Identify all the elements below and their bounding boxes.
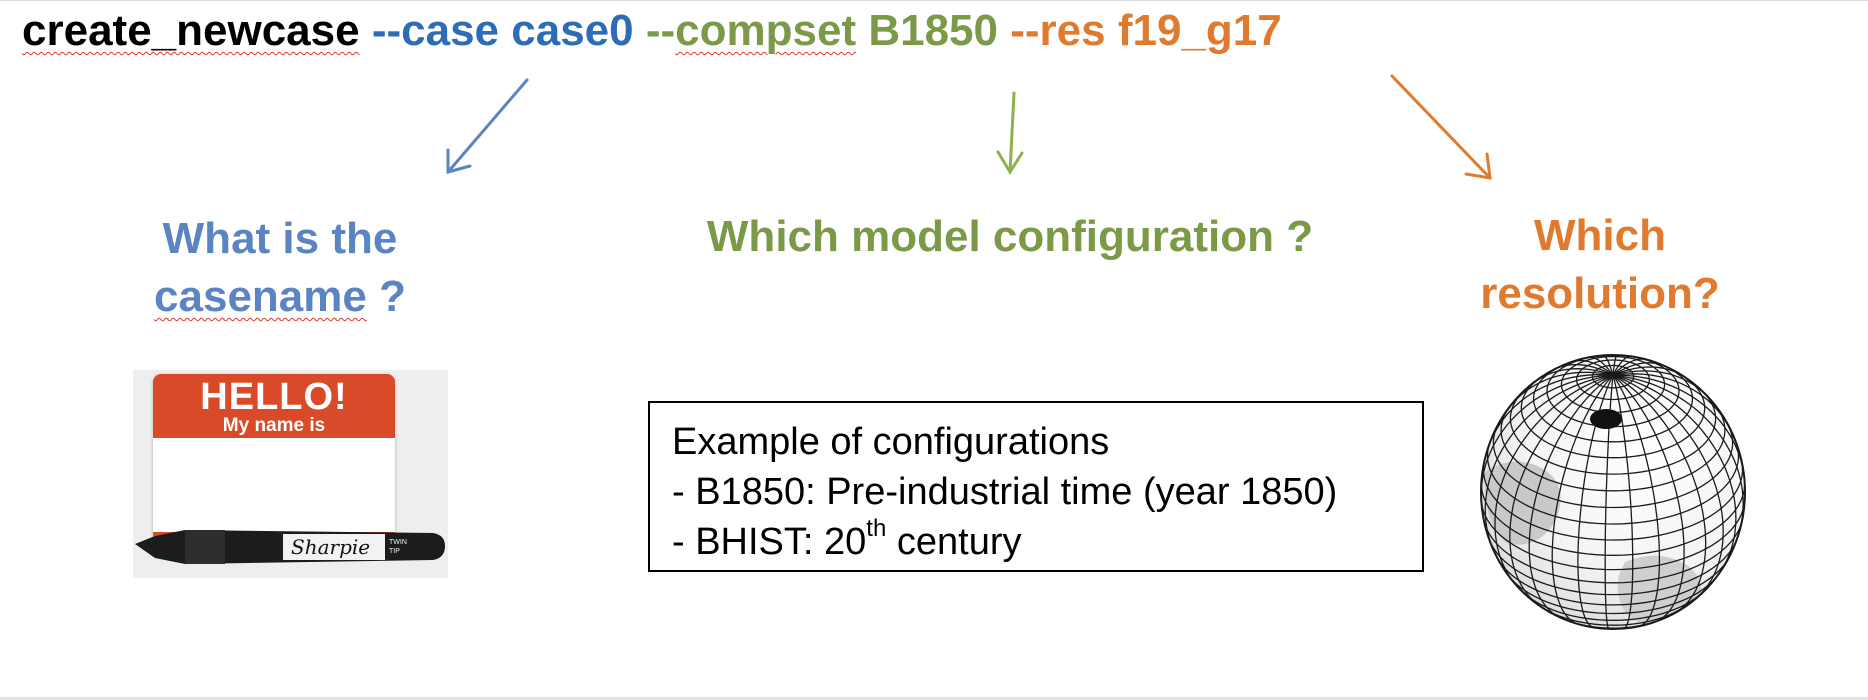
bottom-border (0, 697, 1868, 700)
command-line: create_newcase --case case0 --compset B1… (22, 6, 1282, 56)
name-tag-image: HELLO! My name is Sharpie TWIN TIP (133, 370, 448, 578)
config-examples-box: Example of configurations - B1850: Pre-i… (648, 401, 1424, 572)
config-example-bhist-prefix: - BHIST: 20 (672, 521, 867, 563)
compset-value: B1850 (868, 6, 999, 55)
config-example-b1850: - B1850: Pre-industrial time (year 1850) (672, 471, 1338, 513)
arrow-resolution (1390, 74, 1492, 180)
config-example-bhist-sup: th (866, 515, 887, 543)
question-casename-word: casename (154, 272, 367, 321)
case-value: case0 (511, 6, 634, 55)
marker-small-text-2: TIP (389, 548, 400, 555)
question-resolution: Which resolution? (1440, 207, 1760, 323)
name-tag-my-name-is: My name is (222, 415, 326, 436)
config-example-bhist: - BHIST: 20th century (672, 517, 1402, 567)
arrow-config (996, 91, 1024, 175)
globe-grid-icon (1480, 354, 1746, 630)
res-flag: --res (1010, 6, 1106, 55)
question-resolution-line2: resolution? (1480, 269, 1720, 318)
command-program: create_newcase (22, 6, 360, 55)
config-examples-heading: Example of configurations (672, 421, 1110, 463)
compset-flag-word: compset (675, 6, 857, 55)
top-border (0, 0, 1868, 1)
name-tag-header: HELLO! My name is (153, 374, 395, 438)
question-configuration: Which model configuration ? (706, 212, 1314, 261)
marker-brand: Sharpie (291, 535, 370, 559)
arrow-case (446, 78, 529, 174)
case-flag: --case (371, 6, 500, 55)
compset-flag-prefix: -- (645, 6, 676, 55)
res-value: f19_g17 (1117, 6, 1282, 55)
marker-pen-image: Sharpie TWIN TIP (135, 530, 445, 564)
name-tag-hello: HELLO! (200, 376, 348, 418)
config-example-bhist-suffix: century (886, 521, 1022, 563)
question-casename: What is the casename ? (120, 210, 440, 326)
question-casename-line1: What is the (162, 214, 398, 263)
question-resolution-line1: Which (1534, 211, 1666, 260)
question-casename-mark: ? (366, 272, 406, 321)
marker-small-text-1: TWIN (389, 539, 407, 546)
